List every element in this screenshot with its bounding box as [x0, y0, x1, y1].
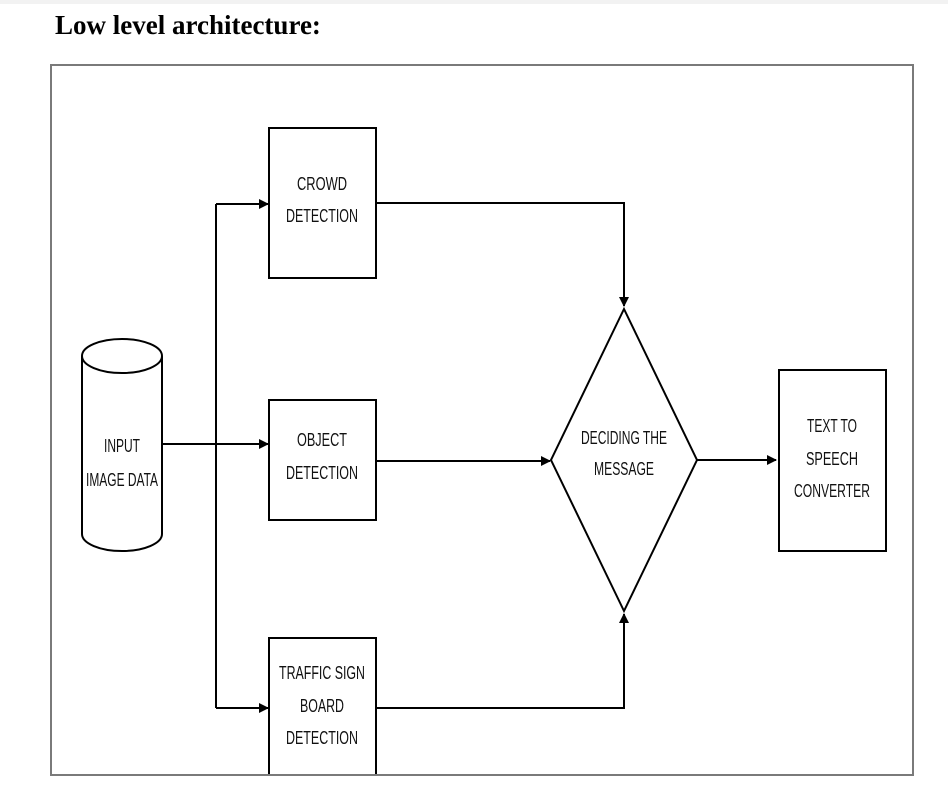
traffic-sign-detection-node: TRAFFIC SIGN BOARD DETECTION [268, 637, 377, 774]
traffic-label-line-1: TRAFFIC SIGN [279, 663, 365, 683]
decision-label-line-1: DECIDING THE [581, 428, 667, 448]
input-image-data-node: INPUT IMAGE DATA [81, 338, 163, 552]
decision-label-line-2: MESSAGE [594, 459, 654, 479]
crowd-label-line-2: DETECTION [286, 206, 358, 226]
object-label-line-2: DETECTION [286, 463, 358, 483]
object-detection-node: OBJECT DETECTION [268, 399, 377, 521]
tts-label-line-2: SPEECH [806, 449, 858, 469]
input-connectors [162, 199, 269, 713]
text-to-speech-node: TEXT TO SPEECH CONVERTER [778, 369, 887, 552]
decision-connectors [376, 202, 629, 709]
page-heading: Low level architecture: [55, 10, 321, 40]
diagram-frame: INPUT IMAGE DATA CROWD DETECTION OBJECT … [50, 64, 914, 776]
tts-label-line-3: CONVERTER [794, 481, 870, 501]
architecture-diagram: INPUT IMAGE DATA CROWD DETECTION OBJECT … [81, 127, 887, 774]
input-label-line-1: INPUT [104, 436, 140, 456]
object-label-line-1: OBJECT [297, 430, 347, 450]
traffic-label-line-3: DETECTION [286, 728, 358, 748]
input-label-line-2: IMAGE DATA [86, 470, 158, 490]
crowd-label-line-1: CROWD [297, 174, 347, 194]
crowd-detection-node: CROWD DETECTION [268, 127, 377, 279]
top-strip [0, 0, 948, 4]
traffic-label-line-2: BOARD [300, 696, 344, 716]
deciding-message-node: DECIDING THE MESSAGE [549, 306, 699, 614]
tts-label-line-1: TEXT TO [807, 416, 857, 436]
